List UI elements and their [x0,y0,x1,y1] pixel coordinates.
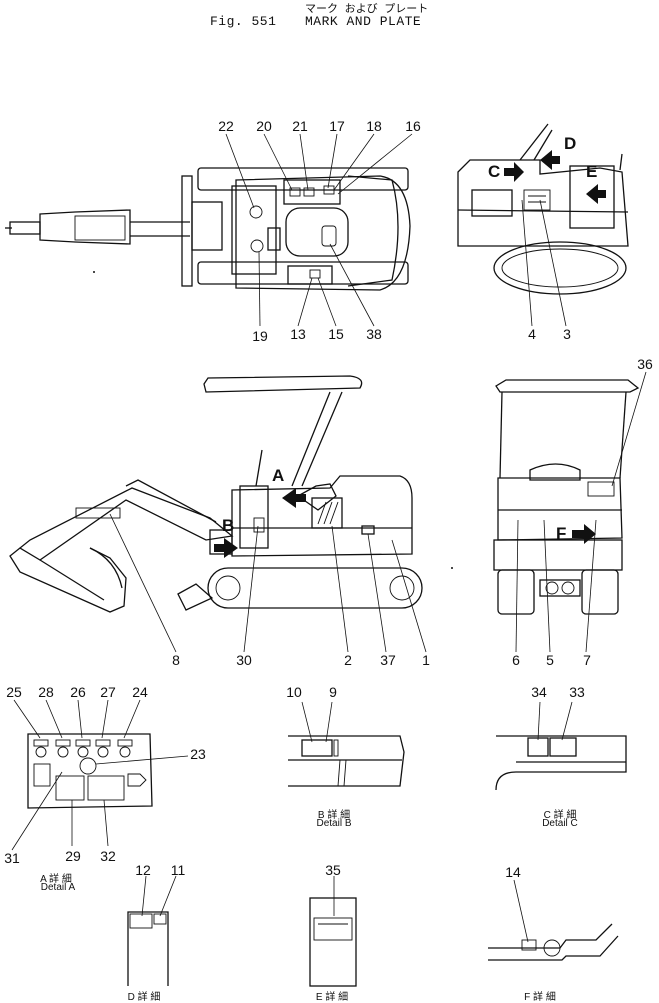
detail-f-leaders [513,879,529,943]
detail-b-caption-jp: B 詳 細 [317,810,351,821]
arrow-label-f: F [556,524,567,543]
detail-c-leaders [537,701,573,741]
detail-c-drawing [495,735,627,791]
callout-23: 23 [190,746,206,762]
callout-11: 11 [170,862,186,878]
detail-a-caption-jp: A 詳 細 [40,874,72,885]
top-view-drawing [5,167,411,291]
callout-4: 4 [528,326,536,342]
detail-f-drawing [488,923,619,961]
callout-5: 5 [546,652,554,668]
callout-34: 34 [531,684,547,700]
detail-d-caption-jp: D 詳 細 [127,992,161,1003]
callout-8: 8 [172,652,180,668]
callout-37: 37 [380,652,396,668]
detail-a-leaders [11,699,189,851]
callout-3: 3 [563,326,571,342]
callout-9: 9 [329,684,337,700]
callout-20: 20 [256,118,272,134]
side-view-drawing [9,375,423,613]
detail-d-drawing [127,911,169,986]
callout-18: 18 [366,118,382,134]
detail-a-caption-en: Detail A [40,882,76,893]
title-japanese: マーク および プレート [305,4,429,16]
callout-29: 29 [65,848,81,864]
small-side-view-drawing [457,123,629,295]
callout-30: 30 [236,652,252,668]
detail-b-drawing [288,735,405,787]
callout-19: 19 [252,328,268,344]
callout-13: 13 [290,326,306,342]
callout-2: 2 [344,652,352,668]
callout-32: 32 [100,848,116,864]
side-view-leaders [109,513,427,653]
rear-view-leaders [515,371,647,653]
small-side-view-leaders [521,199,567,327]
arrow-label-c: C [488,162,501,181]
callout-27: 27 [100,684,116,700]
detail-b-caption-en: Detail B [316,818,352,829]
detail-c-caption-en: Detail C [542,818,578,829]
callout-21: 21 [292,118,308,134]
callout-22: 22 [218,118,234,134]
callout-35: 35 [325,862,341,878]
callout-16: 16 [405,118,421,134]
callout-1: 1 [422,652,430,668]
detail-c-caption-jp: C 詳 細 [543,810,577,821]
detail-d-leaders [141,875,177,917]
callout-12: 12 [135,862,151,878]
callout-24: 24 [132,684,148,700]
arrow-label-b: B [222,516,235,535]
detail-f-caption-jp: F 詳 細 [524,992,556,1003]
rear-view-drawing [493,379,640,615]
detail-a-drawing [27,733,153,809]
arrow-label-d: D [564,134,577,153]
detail-b-leaders [301,701,333,743]
callout-36: 36 [637,356,653,372]
callout-10: 10 [286,684,302,700]
callout-28: 28 [38,684,54,700]
callout-14: 14 [505,864,521,880]
callout-31: 31 [4,850,20,866]
detail-e-caption-jp: E 詳 細 [315,992,349,1003]
callout-25: 25 [6,684,22,700]
callout-15: 15 [328,326,344,342]
arrow-label-e: E [586,162,598,181]
arrow-label-a: A [272,466,285,485]
callout-7: 7 [583,652,591,668]
top-view-leaders [225,133,413,327]
title-english: MARK AND PLATE [305,14,422,29]
figure-label: Fig. 551 [210,14,277,29]
callout-6: 6 [512,652,520,668]
detail-e-drawing [309,897,357,987]
callout-38: 38 [366,326,382,342]
callout-26: 26 [70,684,86,700]
callout-17: 17 [329,118,345,134]
callout-33: 33 [569,684,585,700]
